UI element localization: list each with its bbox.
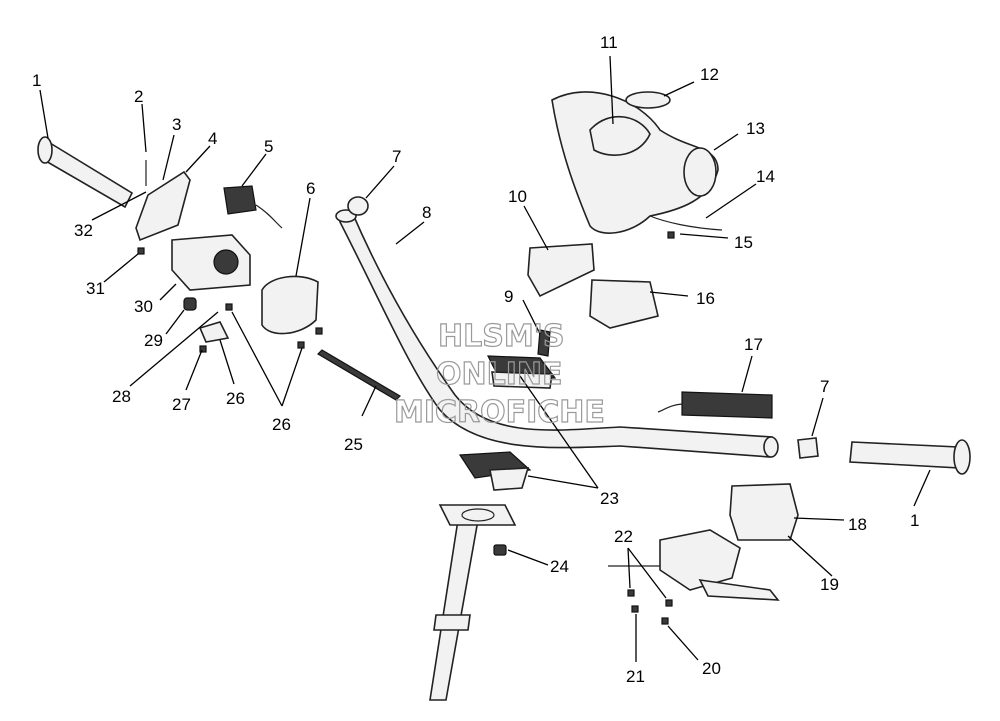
grip-right xyxy=(849,439,971,475)
callout: 26 xyxy=(272,415,291,434)
callout: 25 xyxy=(344,435,363,454)
callout: 31 xyxy=(86,279,105,298)
cover-plate xyxy=(198,321,230,343)
callout: 20 xyxy=(702,659,721,678)
callout: 12 xyxy=(700,65,719,84)
grip-heater xyxy=(657,391,773,419)
callout: 14 xyxy=(756,167,775,186)
watermark-line-1: HLSM'S xyxy=(438,319,564,354)
end-plug-left xyxy=(347,196,369,216)
callout: 21 xyxy=(626,667,645,686)
callout: 30 xyxy=(134,297,153,316)
callout: 32 xyxy=(74,221,93,240)
throttle-housing xyxy=(171,234,251,291)
screws xyxy=(137,231,675,625)
callout: 18 xyxy=(848,515,867,534)
bushing xyxy=(183,297,197,311)
callout: 17 xyxy=(744,335,763,354)
throttle-lever xyxy=(135,170,191,242)
callout: 24 xyxy=(550,557,569,576)
end-plug-right xyxy=(797,437,819,459)
callout: 19 xyxy=(820,575,839,594)
callout: 11 xyxy=(600,33,618,52)
master-cylinder xyxy=(608,483,799,601)
callout: 16 xyxy=(696,289,715,308)
callout: 22 xyxy=(614,527,633,546)
callout: 4 xyxy=(208,129,217,148)
shroud-upper xyxy=(527,243,595,298)
callout: 2 xyxy=(134,87,143,106)
callout: 28 xyxy=(112,387,131,406)
watermark: HLSM'S ONLINE MICROFICHE xyxy=(393,318,605,430)
callout: 8 xyxy=(422,203,431,222)
callout: 6 xyxy=(306,179,315,198)
watermark-line-2: ONLINE xyxy=(436,357,563,392)
callout: 10 xyxy=(508,187,527,206)
nut xyxy=(493,544,507,556)
callout: 5 xyxy=(264,137,273,156)
shroud-lower xyxy=(589,279,659,329)
callouts: 1 2 3 4 5 6 7 8 9 10 11 12 13 14 15 16 1… xyxy=(32,33,919,686)
pod-decal xyxy=(625,91,671,109)
callout: 1 xyxy=(910,511,919,530)
switch-housing-cover xyxy=(261,275,319,335)
handlebar xyxy=(335,209,779,458)
steering-post xyxy=(429,504,517,701)
leader-lines xyxy=(39,55,931,662)
grip-left xyxy=(37,136,134,209)
clamp-bolt xyxy=(537,329,551,357)
callout: 9 xyxy=(504,287,513,306)
callout: 29 xyxy=(144,331,163,350)
callout: 7 xyxy=(820,377,829,396)
callout: 1 xyxy=(32,71,41,90)
callout: 27 xyxy=(172,395,191,414)
callout: 13 xyxy=(746,119,765,138)
upper-clamp xyxy=(487,355,557,389)
callout: 23 xyxy=(600,489,619,508)
callout: 3 xyxy=(172,115,181,134)
lower-clamp xyxy=(458,451,532,491)
throttle-cable xyxy=(317,349,401,401)
watermark-line-3: MICROFICHE xyxy=(394,395,605,430)
callout: 15 xyxy=(734,233,753,252)
handlebar-pod xyxy=(551,91,723,234)
callout: 7 xyxy=(392,147,401,166)
switch-block xyxy=(223,185,283,229)
callout: 26 xyxy=(226,389,245,408)
